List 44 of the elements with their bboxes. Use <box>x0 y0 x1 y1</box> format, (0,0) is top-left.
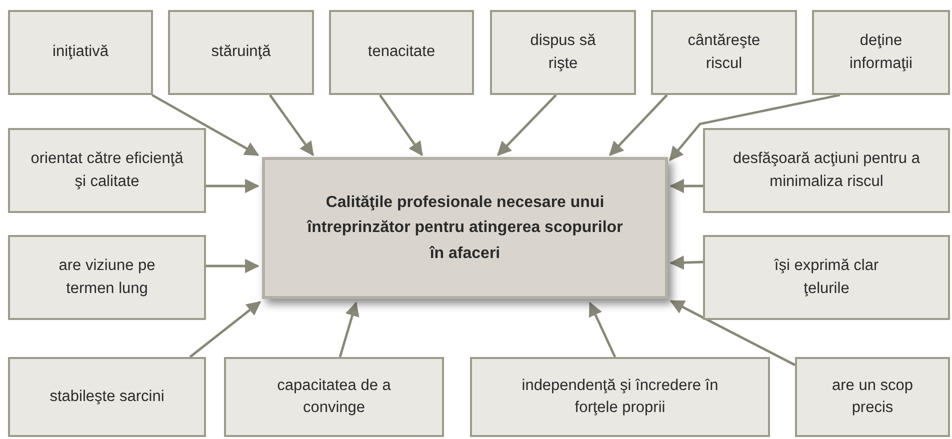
quality-text: are viziune pe termen lung <box>58 256 156 298</box>
quality-text: capacitatea de a convinge <box>276 376 392 418</box>
quality-box <box>168 10 314 95</box>
quality-box <box>8 357 206 437</box>
arrow <box>588 302 616 358</box>
arrow <box>497 94 557 156</box>
arrow <box>151 94 260 156</box>
central-topic-text: Calităţile profesionale necesare unui întreprinzător pentru atingerea scopurilor în afaceri <box>306 192 624 264</box>
quality-text: deţine informaţii <box>848 31 914 74</box>
arrow <box>670 178 703 194</box>
quality-text: desfăşoară acţiuni pentru a minimaliza riscul <box>732 149 921 192</box>
arrow <box>670 255 704 270</box>
quality-box <box>703 128 950 213</box>
arrow <box>206 258 260 274</box>
quality-box <box>329 10 474 95</box>
quality-text: dispus să rişte <box>529 31 597 74</box>
arrow <box>189 301 262 358</box>
arrow <box>338 302 360 358</box>
quality-box <box>470 357 770 437</box>
quality-text: stabileşte sarcini <box>50 386 164 407</box>
quality-text: îşi exprimă clar ţelurile <box>773 256 880 298</box>
quality-text: stăruinţă <box>211 42 271 62</box>
arrow <box>379 94 423 156</box>
central-topic-box <box>262 157 668 299</box>
quality-text: iniţiativă <box>52 42 108 62</box>
quality-text: independenţă şi încredere în forţele proprii <box>520 376 720 418</box>
quality-text: tenacitate <box>368 42 436 62</box>
quality-box <box>8 128 206 213</box>
quality-text: are un scop precis <box>831 376 914 418</box>
arrow <box>669 94 840 162</box>
quality-box <box>795 357 950 437</box>
arrow <box>609 94 668 156</box>
quality-text: cântăreşte riscul <box>686 31 762 74</box>
quality-box <box>8 235 206 320</box>
quality-box <box>703 235 950 320</box>
quality-text: orientat către eficienţă şi calitate <box>30 149 184 192</box>
arrow <box>670 300 796 366</box>
quality-box <box>490 10 636 95</box>
quality-box <box>651 10 797 95</box>
quality-box <box>812 10 950 95</box>
quality-box <box>224 357 444 437</box>
quality-box <box>8 10 153 95</box>
arrow <box>206 178 260 194</box>
arrow <box>269 94 314 156</box>
